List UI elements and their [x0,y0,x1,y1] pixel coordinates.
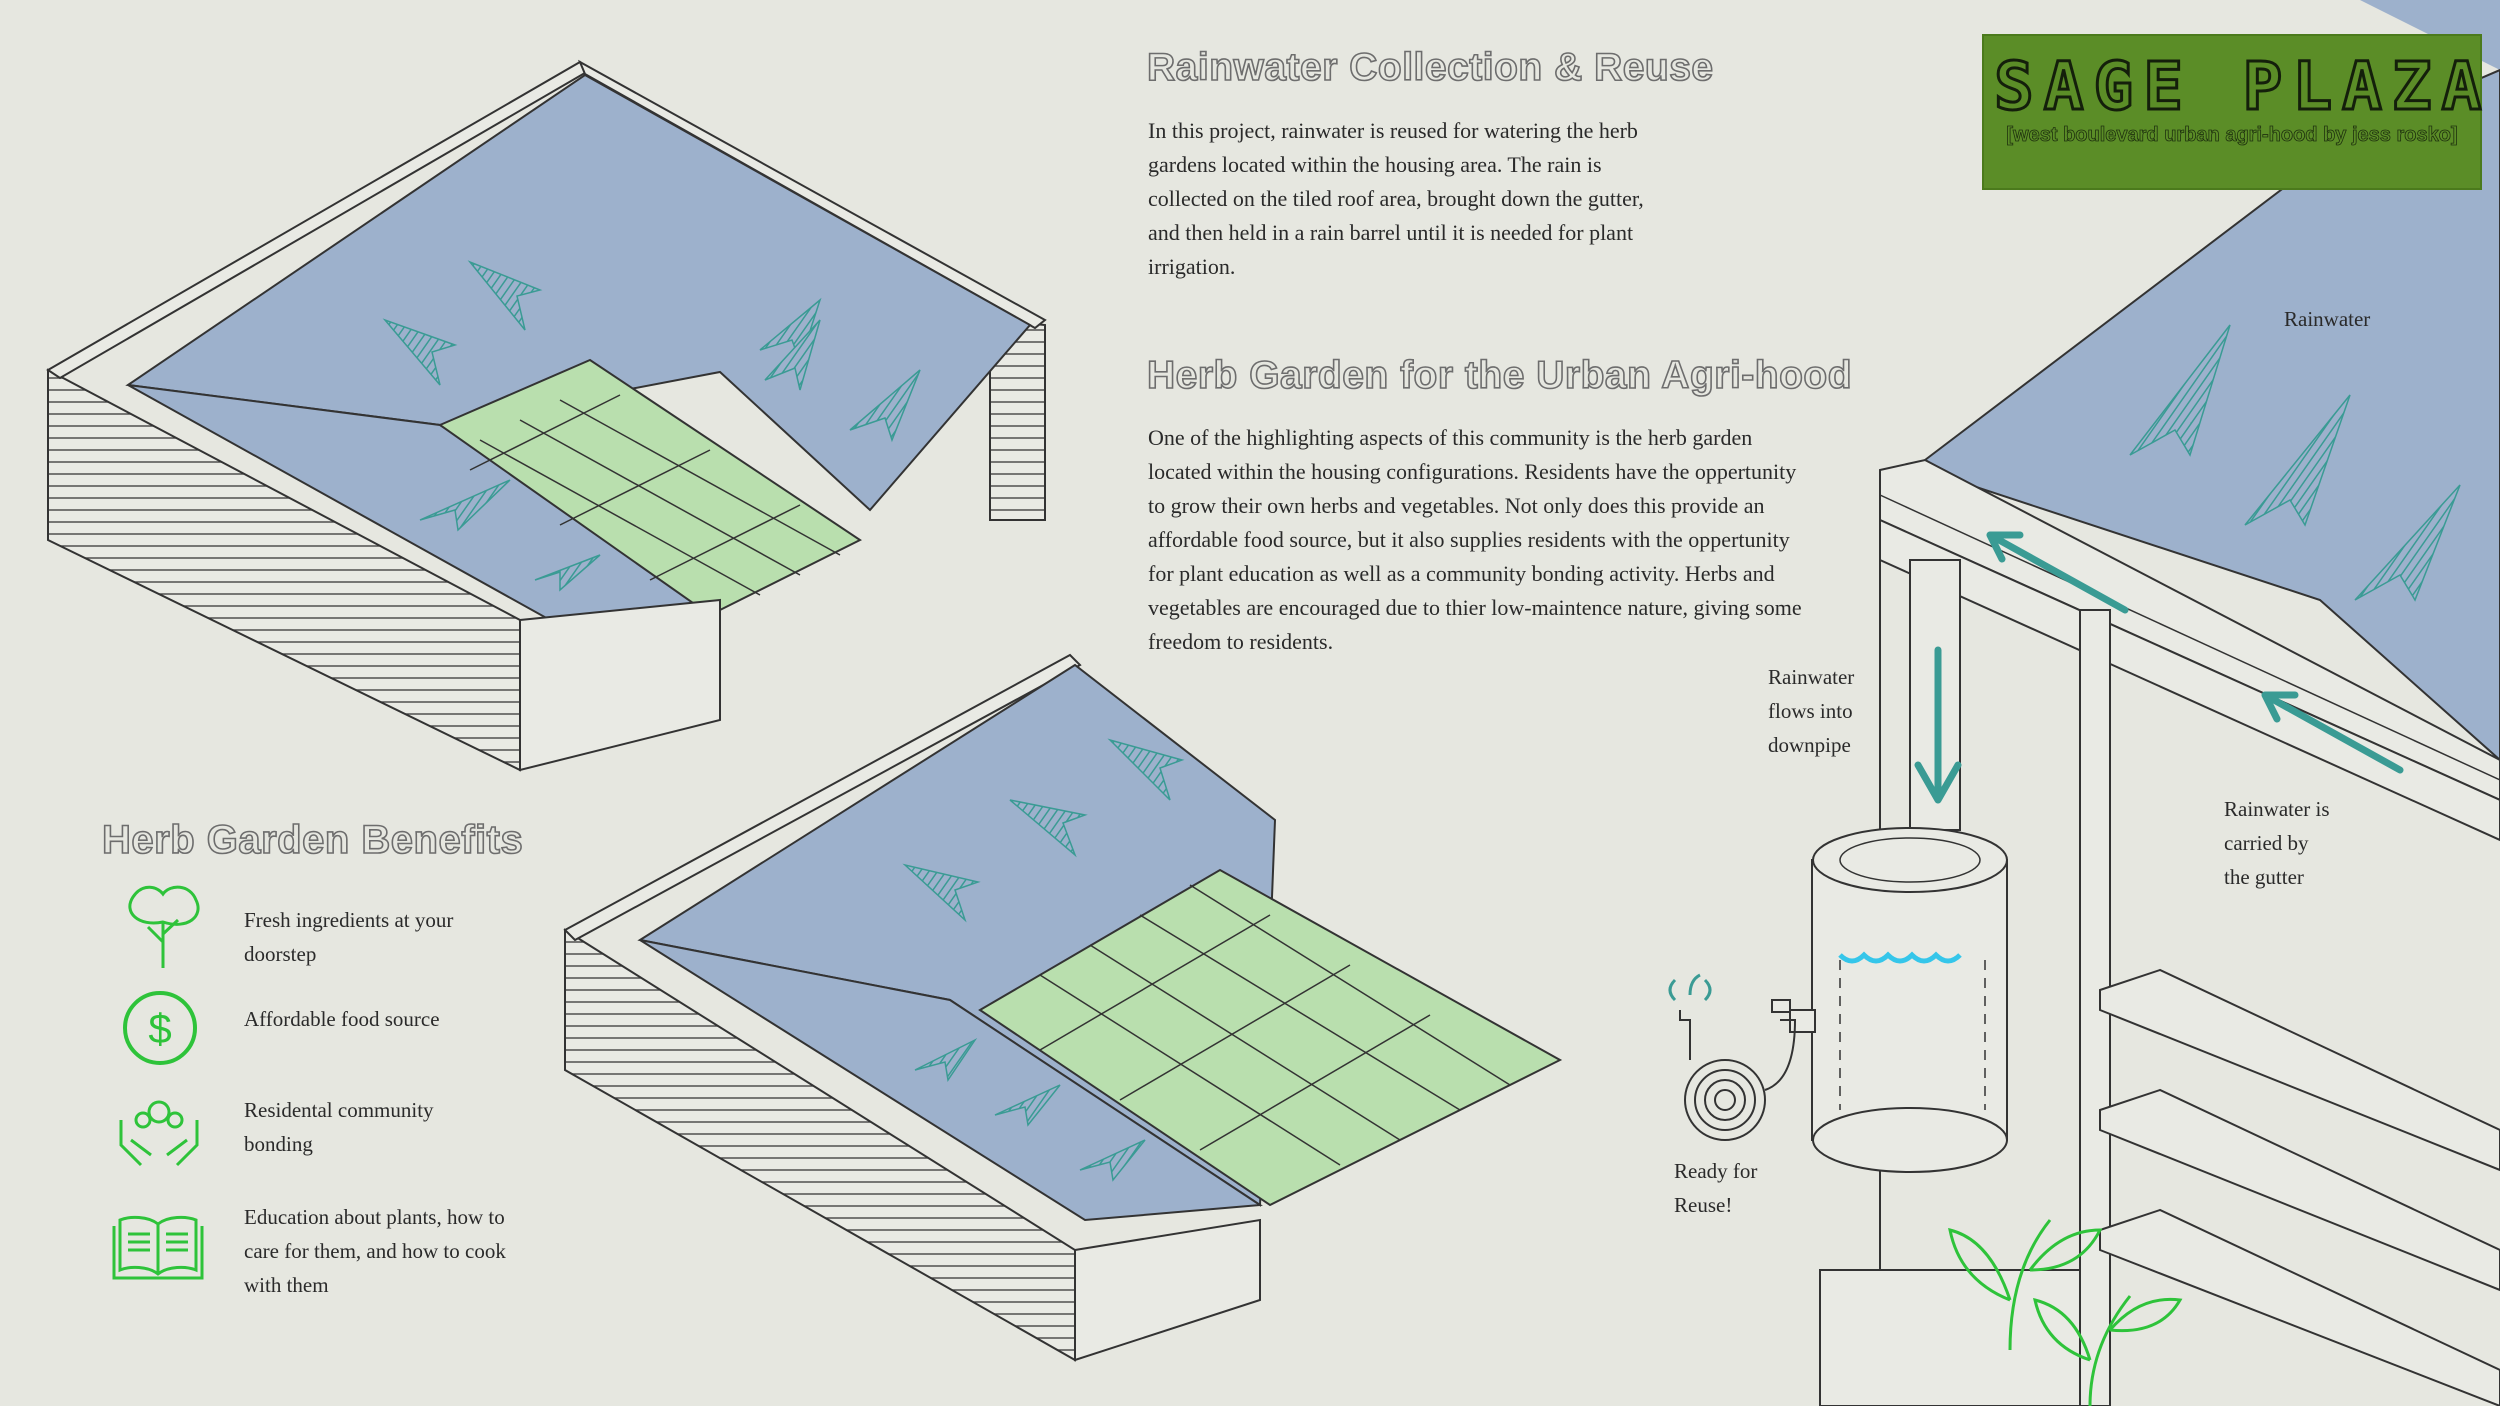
roof-arrow [902,863,981,923]
label-downpipe: Rainwater flows into downpipe [1768,665,1855,757]
roof-arrow [764,319,821,391]
roof-arrow [1079,1139,1146,1182]
roof-arrow [419,479,511,532]
herb-garden-heading: Herb Garden for the Urban Agri-hood [1146,353,1853,398]
roof-arrow [2244,394,2351,527]
hose-reel-icon [1668,973,1797,1141]
roof-arrow [467,260,543,331]
roof-arrow [534,554,601,592]
community-hands-icon [119,1100,199,1167]
benefit-text: Fresh ingredients at your doorstep [244,908,454,966]
brand-title: SAGE PLAZA [1993,47,2492,127]
building-two-roof-front [639,939,1263,1222]
building-one-illustration [46,59,1047,772]
roof-arrow [2129,324,2231,457]
water-level [1838,951,1962,964]
building-two-planter-bed [978,868,1563,1207]
downpipe-flow-arrow [1914,646,1962,804]
planter-box [1819,1269,2081,1406]
roof-arrow [382,318,458,386]
brand-banner: SAGE PLAZA [west boulevard urban agri-ho… [1982,34,2492,190]
benefits-heading: Herb Garden Benefits [101,817,524,863]
building-two-porch [1074,1218,1261,1362]
rain-barrel [1771,827,2008,1173]
svg-text:$: $ [148,1005,171,1052]
label-gutter: Rainwater is carried by the gutter [2224,797,2330,889]
roof-arrow [1009,799,1088,858]
brand-subtitle: [west boulevard urban agri-hood by jess … [2006,124,2458,147]
roof-arrow [1107,738,1185,801]
spigot [1771,999,1816,1033]
roof-arrow [849,369,921,443]
rainwater-heading: Rainwater Collection & Reuse [1146,45,1714,90]
roof-arrow [994,1084,1061,1127]
building-one-right-rim [577,59,1047,330]
dollar-icon: $ [123,991,197,1065]
benefit-text: Education about plants, how to care for … [244,1205,506,1297]
plant-icon [128,885,200,968]
open-book-icon [112,1215,204,1280]
roof-arrow [2354,484,2461,602]
rainwater-detail-illustration [1668,68,2500,1406]
benefit-text: Residental community bonding [244,1098,434,1156]
herb-garden-body: One of the highlighting aspects of this … [1148,425,1802,654]
gutter-flow-arrow [2261,691,2404,774]
gutter-flow-arrow [1986,531,2129,614]
sprout-icon [1948,1219,2183,1406]
label-reuse: Ready for Reuse! [1674,1159,1758,1217]
rainwater-body: In this project, rainwater is reused for… [1148,118,1644,279]
label-rainwater: Rainwater [2284,307,2371,331]
shelves [2099,968,2500,1406]
building-two-illustration [563,653,1563,1362]
roof-arrow [914,1038,978,1082]
benefit-text: Affordable food source [244,1007,440,1031]
building-two-back-rim [563,653,1082,942]
building-one-planter-bed [437,358,862,617]
building-one-porch [519,598,721,772]
